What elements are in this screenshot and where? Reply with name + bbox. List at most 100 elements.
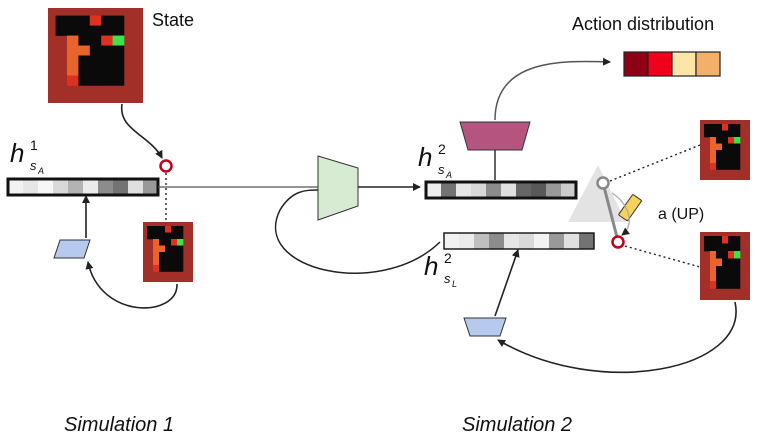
action-curve-arrow xyxy=(611,192,630,236)
h2l-label-main: h xyxy=(424,251,438,281)
latent-cell xyxy=(441,182,457,198)
board-cell xyxy=(734,273,741,282)
board-cell xyxy=(722,251,729,259)
latent-cell xyxy=(504,233,520,249)
board-cell xyxy=(159,232,166,240)
board-cell xyxy=(177,239,184,246)
board-cell xyxy=(147,226,154,233)
board-cell xyxy=(78,25,91,36)
board-cell xyxy=(78,35,91,46)
h2l-label-sub-L: L xyxy=(452,279,457,289)
board-cell xyxy=(177,252,184,259)
board-cell xyxy=(710,243,717,252)
board-cell xyxy=(165,239,172,246)
latent-cell xyxy=(68,179,84,195)
board-cell xyxy=(101,65,113,76)
board-cell xyxy=(101,75,113,86)
board-cell xyxy=(67,15,79,26)
board-cell xyxy=(704,130,711,138)
board-cell xyxy=(722,273,729,282)
latent-cell xyxy=(53,179,69,195)
latent-cell xyxy=(143,179,159,195)
board-cell xyxy=(89,65,102,76)
h2l-label-sub-s: s xyxy=(444,271,451,286)
board-cell xyxy=(101,15,113,26)
board-cell xyxy=(728,251,735,259)
action-probability-swatch xyxy=(695,51,721,77)
board-cell xyxy=(728,156,735,164)
latent-cell xyxy=(549,233,565,249)
board-cell xyxy=(710,143,717,151)
board-cell xyxy=(89,35,102,46)
switch-top-node xyxy=(596,176,610,190)
board-cell xyxy=(710,281,717,289)
h1-label-sub-s: s xyxy=(30,158,37,173)
latent-border xyxy=(424,180,578,200)
board-cell xyxy=(165,258,172,266)
board-cell xyxy=(722,130,729,138)
dotted-link-upper xyxy=(609,144,701,182)
board-cell xyxy=(67,65,79,76)
board-cell xyxy=(165,232,172,240)
board-cell xyxy=(112,65,125,76)
h2l-label-sup: 2 xyxy=(444,250,452,266)
board-cell xyxy=(710,137,717,144)
board-cell xyxy=(704,236,711,244)
board-cell xyxy=(728,281,735,289)
action-distribution-label: Action distribution xyxy=(572,14,714,34)
board-cell xyxy=(177,232,184,240)
board-cell xyxy=(716,281,723,289)
board-cell xyxy=(704,243,711,252)
board-cell xyxy=(101,55,113,66)
board-cell xyxy=(716,243,723,252)
board-cell xyxy=(734,130,741,138)
board-cell xyxy=(734,163,741,170)
latent-cell xyxy=(456,182,472,198)
marker-red-1 xyxy=(159,159,173,173)
marker-red-2 xyxy=(611,235,625,249)
latent-state-h1 xyxy=(6,177,160,197)
board-cell xyxy=(153,245,160,253)
board-cell xyxy=(728,130,735,138)
board-cell xyxy=(153,226,160,233)
latent-cell xyxy=(128,179,144,195)
board-cell xyxy=(101,25,113,36)
board-cell xyxy=(67,55,79,66)
board-cell xyxy=(716,130,723,138)
board-cell xyxy=(153,232,160,240)
board-cell xyxy=(165,252,172,259)
board-cell xyxy=(734,243,741,252)
action-label: a (UP) xyxy=(658,206,704,223)
board-cell xyxy=(722,266,729,274)
board-cell xyxy=(734,143,741,151)
latent-cell xyxy=(38,179,54,195)
h2a-label-main: h xyxy=(418,142,432,172)
board-cell xyxy=(159,252,166,259)
board-cell xyxy=(165,226,172,233)
latent-cell xyxy=(98,179,114,195)
board-cell xyxy=(177,226,184,233)
latent-cell xyxy=(471,182,487,198)
latent-cell xyxy=(444,233,460,249)
board-cell xyxy=(734,251,741,259)
board-cell xyxy=(728,150,735,157)
board-cell xyxy=(716,156,723,164)
board-cell xyxy=(171,226,178,233)
latent-cell xyxy=(561,182,577,198)
board-cell xyxy=(171,252,178,259)
board-cell xyxy=(101,45,113,56)
board-cell xyxy=(734,150,741,157)
board-cell xyxy=(728,143,735,151)
latent-cell xyxy=(489,233,505,249)
board-cell xyxy=(78,65,91,76)
h2a-label-sub-s: s xyxy=(438,162,445,177)
board-cell xyxy=(78,45,91,56)
board-cell xyxy=(716,150,723,157)
caption-simulation-1: Simulation 1 xyxy=(64,414,174,436)
board-cell xyxy=(716,251,723,259)
board-cell xyxy=(722,143,729,151)
board-cell xyxy=(734,156,741,164)
state-board xyxy=(48,8,143,103)
board-sim1 xyxy=(143,222,193,282)
